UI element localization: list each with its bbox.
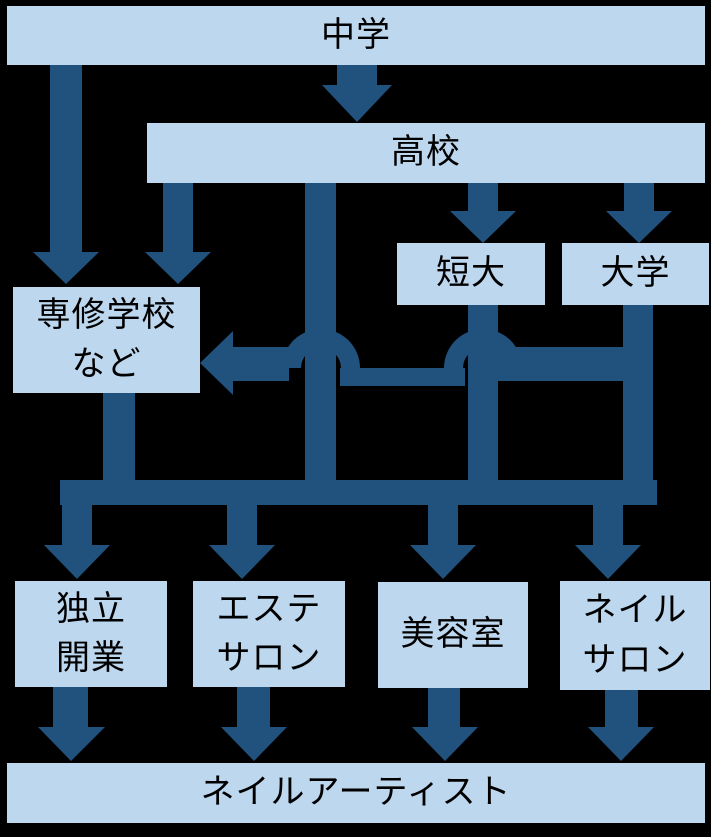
line-daigaku-down <box>623 304 653 504</box>
arrow-chugaku-to-koko <box>322 64 392 122</box>
node-biyou: 美容室 <box>378 582 528 688</box>
node-koko: 高校 <box>147 123 705 183</box>
arrow-koko-to-tandai <box>450 182 516 243</box>
arrow-bar-to-esthe <box>209 505 275 579</box>
arrow-esthe-to-artist <box>221 686 287 761</box>
node-senshu: 専修学校 など <box>13 287 200 393</box>
distribution-bar <box>60 480 657 505</box>
arrow-bar-to-biyou <box>410 505 476 579</box>
node-tandai: 短大 <box>397 243 545 305</box>
arrow-dokuritsu-to-artist <box>38 686 105 761</box>
node-dokuritsu: 独立 開業 <box>15 581 167 687</box>
arrow-koko-to-daigaku <box>606 182 672 243</box>
arrow-bar-to-dokuritsu <box>44 505 110 579</box>
arrow-band-to-senshu <box>200 329 653 395</box>
node-esthe: エステ サロン <box>193 581 345 687</box>
node-daigaku: 大学 <box>562 243 709 305</box>
node-chugaku: 中学 <box>7 6 705 65</box>
arrow-nail-salon-to-artist <box>588 689 654 761</box>
node-nail-artist: ネイルアーティスト <box>7 763 705 823</box>
arrow-bar-to-nail-salon <box>575 505 641 579</box>
arrow-koko-to-senshu <box>145 182 211 284</box>
arrow-chugaku-to-senshu <box>33 64 99 284</box>
node-nail-salon: ネイル サロン <box>560 581 710 690</box>
arrow-biyou-to-artist <box>412 687 478 761</box>
